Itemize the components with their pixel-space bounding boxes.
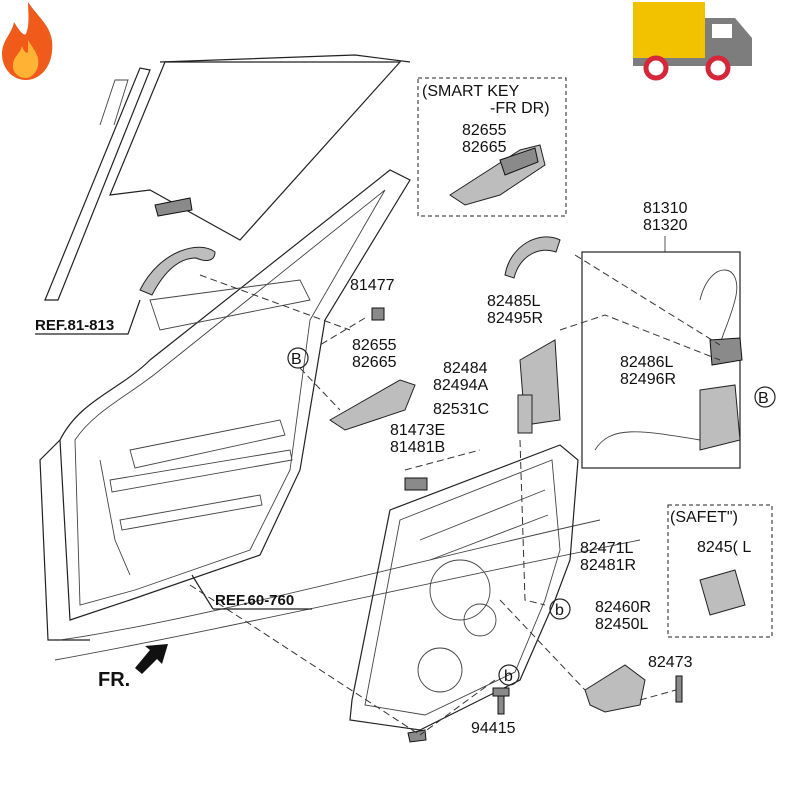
part-label-82655-top: 82655 [462, 122, 507, 139]
outer-handle-part [139, 246, 216, 296]
part-label-81320: 81320 [643, 217, 688, 234]
ref-label-81-813: REF.81-813 [35, 317, 114, 334]
smart-key-label-line1: (SMART KEY [422, 83, 520, 100]
part-label-81477: 81477 [350, 277, 395, 294]
svg-text:B: B [291, 351, 302, 368]
door-latch-part [699, 337, 743, 451]
svg-text:b: b [555, 602, 564, 619]
safety-box [667, 504, 773, 638]
svg-text:b: b [504, 668, 513, 685]
part-label-81310: 81310 [643, 200, 688, 217]
bolt-94415-part [492, 687, 510, 715]
leader-lines [189, 254, 721, 736]
callout-b-upper: b [549, 598, 571, 620]
safety-motor-part [699, 569, 746, 616]
callout-B-left: B [287, 347, 309, 369]
part-label-82531C: 82531C [433, 401, 489, 418]
part-label-82496R: 82496R [620, 371, 676, 388]
callout-b-lower: b [498, 664, 520, 686]
latch-rod-part [517, 394, 533, 434]
part-label-8245L: 8245( L [697, 539, 751, 556]
part-label-81473E: 81473E [390, 422, 445, 439]
door-module-panel-part [349, 444, 579, 731]
bolt-82473-part [675, 675, 683, 703]
part-label-82494A: 82494A [433, 377, 488, 394]
ref-label-60-760: REF.60-760 [215, 592, 294, 609]
part-label-82495R: 82495R [487, 310, 543, 327]
part-label-94415: 94415 [471, 720, 516, 737]
part-label-82485L: 82485L [487, 293, 540, 310]
part-label-82473: 82473 [648, 654, 693, 671]
window-motor-part [584, 664, 646, 713]
front-arrow-icon [135, 644, 168, 674]
door-body-outline [39, 54, 641, 661]
flame-icon [2, 2, 53, 80]
callout-B-right: B [754, 386, 776, 408]
outside-handle-rod-part [504, 236, 561, 279]
clip-part [404, 477, 428, 491]
part-label-82655: 82655 [352, 337, 397, 354]
latch-cable-part [594, 269, 738, 451]
part-label-82665: 82665 [352, 354, 397, 371]
mirror-bracket-part [154, 197, 193, 217]
safety-label: (SAFET") [670, 509, 738, 526]
smart-key-handle-part [449, 144, 546, 206]
part-label-82486L: 82486L [620, 354, 673, 371]
part-label-81481B: 81481B [390, 439, 445, 456]
svg-text:B: B [758, 390, 769, 407]
part-label-82450L: 82450L [595, 616, 648, 633]
part-label-82460R: 82460R [595, 599, 651, 616]
part-label-82471L: 82471L [580, 540, 633, 557]
part-label-82665-top: 82665 [462, 139, 507, 156]
smart-key-label-line2: -FR DR) [490, 100, 550, 117]
truck-icon [633, 2, 752, 81]
bolt-81477-part [371, 307, 385, 321]
inner-handle-part [329, 379, 416, 431]
bottom-clip-part [407, 729, 427, 743]
front-direction-label: FR. [98, 669, 130, 691]
part-label-82484: 82484 [443, 360, 488, 377]
part-label-82481R: 82481R [580, 557, 636, 574]
smart-key-box [417, 77, 567, 217]
